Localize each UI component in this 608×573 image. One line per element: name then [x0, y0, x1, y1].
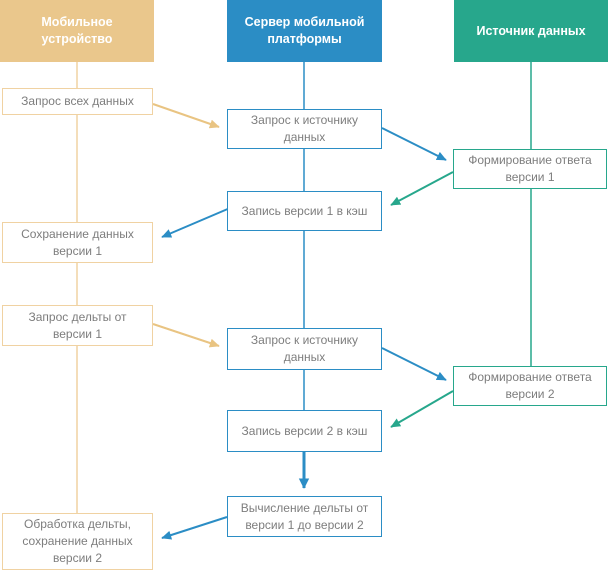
arrow-response-v1-to-cache: [390, 171, 454, 206]
node-process-delta-save-v2: Обработка дельты, сохранение данных верс…: [2, 513, 153, 570]
node-save-data-v1: Сохранение данных версии 1: [2, 222, 153, 263]
arrow-delta-to-mobile: [161, 516, 228, 540]
node-compute-delta-v1-v2: Вычисление дельты от версии 1 до версии …: [227, 496, 382, 537]
lane-header-mobile-device: Мобильное устройство: [0, 0, 154, 62]
lane-header-platform-server: Сервер мобильной платформы: [227, 0, 382, 62]
arrow-cache-v1-to-mobile: [161, 207, 231, 238]
node-request-to-source-2: Запрос к источнику данных: [227, 328, 382, 370]
arrow-request-all-to-server: [152, 103, 220, 129]
arrow-server-to-source-1: [381, 127, 447, 161]
node-form-response-v2: Формирование ответа версии 2: [453, 366, 607, 406]
node-write-v1-to-cache: Запись версии 1 в кэш: [227, 191, 382, 231]
arrow-response-v2-to-cache: [390, 390, 454, 428]
arrow-server-to-source-2: [381, 347, 447, 381]
node-form-response-v1: Формирование ответа версии 1: [453, 149, 607, 189]
arrow-delta-request-to-server: [152, 323, 220, 348]
node-write-v2-to-cache: Запись версии 2 в кэш: [227, 410, 382, 452]
node-request-to-source-1: Запрос к источнику данных: [227, 109, 382, 149]
node-request-all-data: Запрос всех данных: [2, 88, 153, 115]
lane-header-data-source: Источник данных: [454, 0, 608, 62]
node-request-delta-from-v1: Запрос дельты от версии 1: [2, 305, 153, 346]
